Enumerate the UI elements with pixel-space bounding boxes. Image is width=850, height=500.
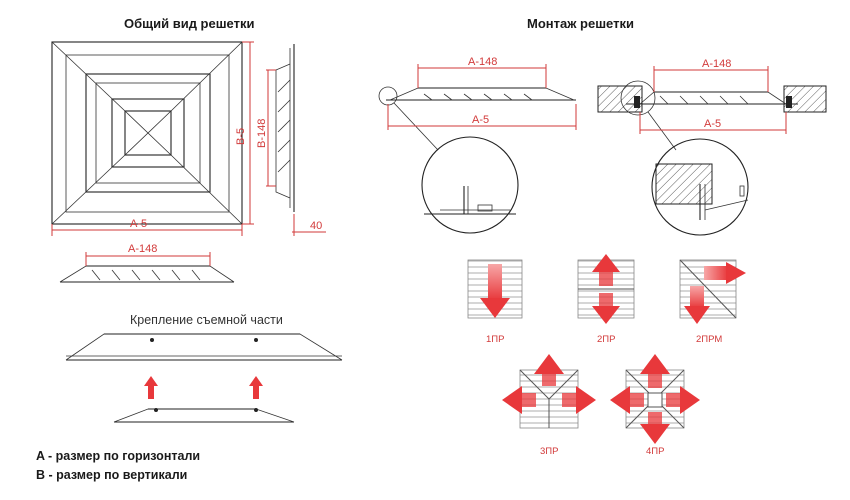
dim-a-minus-5-mount-left: A-5 xyxy=(472,114,489,126)
flow-type-1pr-icon xyxy=(467,259,523,319)
dim-b-minus-148: B-148 xyxy=(256,119,268,148)
legend-a: A - размер по горизонтали xyxy=(36,449,201,463)
legend-b: B - размер по вертикали xyxy=(36,468,188,482)
up-arrow-icon xyxy=(249,376,263,399)
dim-a-minus-5-front: A-5 xyxy=(130,218,147,230)
flow-type-3pr-icon xyxy=(502,354,596,429)
flow-code-1pr: 1ПР xyxy=(486,334,504,345)
mounting-left-section xyxy=(378,86,576,234)
grille-side-view xyxy=(275,44,295,212)
removable-part-diagram xyxy=(65,333,343,423)
grille-bottom-profile xyxy=(59,265,235,283)
flow-code-4pr: 4ПР xyxy=(646,446,664,457)
flow-code-2prm: 2ПРМ xyxy=(696,334,722,345)
dim-b-minus-5: B-5 xyxy=(235,128,247,145)
fastening-title: Крепление съемной части xyxy=(130,313,283,327)
flow-code-2pr: 2ПР xyxy=(597,334,615,345)
flow-type-2prm-icon xyxy=(679,259,746,324)
general-view-title: Общий вид решетки xyxy=(124,16,255,31)
dim-a-minus-5-mount-right: A-5 xyxy=(704,118,721,130)
mounting-right-section xyxy=(597,80,827,236)
flow-type-4pr-icon xyxy=(610,354,700,444)
mounting-title: Монтаж решетки xyxy=(527,16,634,31)
dim-a-minus-148-mount-left: A-148 xyxy=(468,56,497,68)
flow-code-3pr: 3ПР xyxy=(540,446,558,457)
dim-a-minus-148-profile: A-148 xyxy=(128,243,157,255)
grille-front-view xyxy=(51,41,243,225)
flow-type-2pr-icon xyxy=(577,254,635,324)
up-arrow-icon xyxy=(144,376,158,399)
dim-depth-40: 40 xyxy=(310,220,322,232)
dim-a-minus-148-mount-right: A-148 xyxy=(702,58,731,70)
